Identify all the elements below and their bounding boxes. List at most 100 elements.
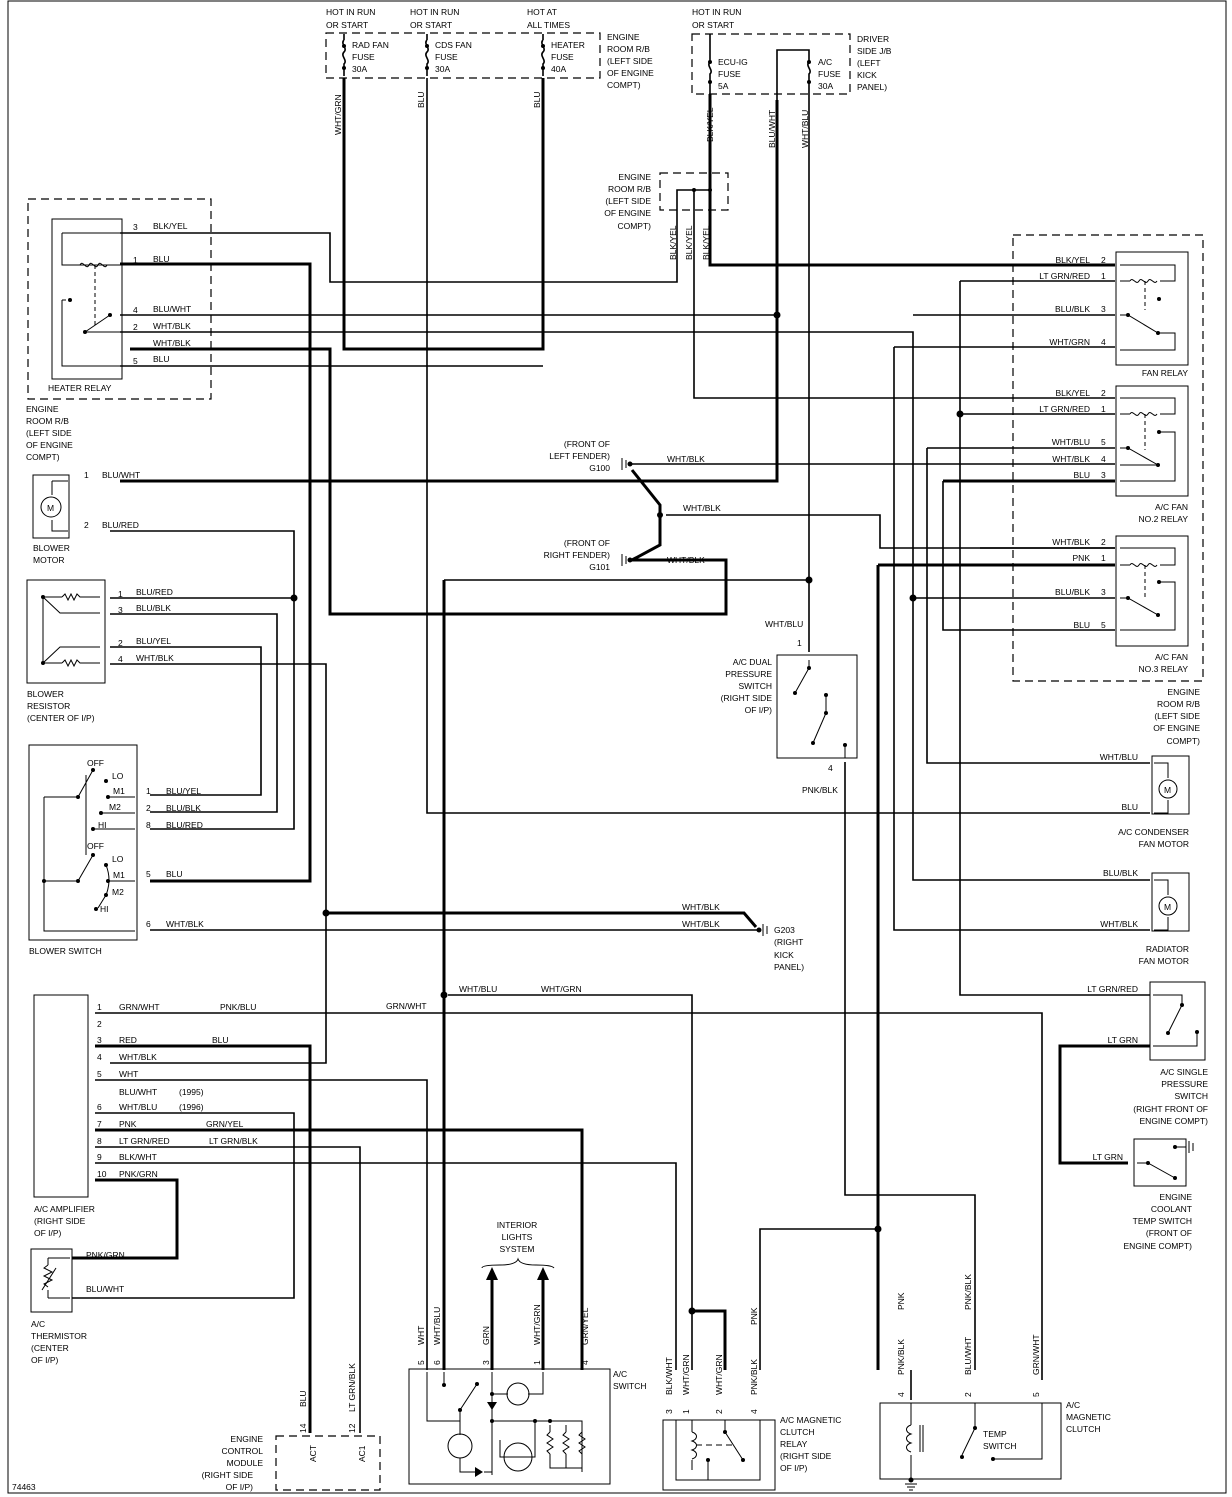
wire-label: WHT/BLU xyxy=(800,110,810,148)
ground-id: G101 xyxy=(589,562,610,572)
location-label: OF ENGINE xyxy=(26,440,73,450)
pin-number: 5 xyxy=(1101,620,1106,630)
pin-number: 5 xyxy=(146,869,151,879)
pin-number: 2 xyxy=(118,638,123,648)
power-label: HOT IN RUN xyxy=(692,7,741,17)
component-label: (CENTER OF I/P) xyxy=(27,713,95,723)
component-label: (RIGHT SIDE xyxy=(34,1216,86,1226)
subsystem-label: SYSTEM xyxy=(500,1244,535,1254)
location-label: ROOM R/B xyxy=(608,184,651,194)
wire-label: GRN/WHT xyxy=(386,1001,427,1011)
pin-number: 2 xyxy=(1101,388,1106,398)
wire-label: BLU/RED xyxy=(166,820,203,830)
transistor-icon xyxy=(503,1442,533,1472)
ac-dual-pressure-switch: WHT/BLU 1 4 PNK/BLK A/C DUAL PRESSURE SW… xyxy=(721,619,858,795)
switch-position: M1 xyxy=(113,786,125,796)
location-label: COMPT) xyxy=(607,80,641,90)
fuse-power-label: HOT AT xyxy=(527,7,557,17)
location-label: COMPT) xyxy=(26,452,60,462)
location-label: OF ENGINE xyxy=(604,208,651,218)
location-label: COMPT) xyxy=(617,221,651,231)
wire-label: LT GRN/RED xyxy=(1039,404,1090,414)
pin-number: 1 xyxy=(84,470,89,480)
wire-label: WHT/BLK xyxy=(682,919,720,929)
component-label: ENGINE xyxy=(1159,1192,1192,1202)
fuse-name: FUSE xyxy=(435,52,458,62)
wire-label: RED xyxy=(119,1035,137,1045)
wire-label: GRN/WHT xyxy=(1031,1334,1041,1375)
pin-number: 4 xyxy=(896,1392,906,1397)
pin-number: 9 xyxy=(97,1152,102,1162)
fuse-name: CDS FAN xyxy=(435,40,472,50)
motor-symbol: M xyxy=(1164,902,1171,912)
wire-label: WHT/BLK xyxy=(119,1052,157,1062)
blower-resistor: 1 BLU/RED 3 BLU/BLK 2 BLU/YEL 4 WHT/BLK … xyxy=(26,579,174,723)
diode-icon xyxy=(475,1467,483,1477)
wire-label: LT GRN/BLK xyxy=(209,1136,258,1146)
heater-relay: HEATER RELAY 3 BLK/YEL 1 BLU 4 BLU/WHT 2… xyxy=(26,198,212,462)
wire-label: PNK/BLK xyxy=(896,1339,906,1375)
component-label: OF I/P) xyxy=(34,1228,62,1238)
wire-label: PNK/BLK xyxy=(802,785,838,795)
pin-number: 4 xyxy=(749,1409,759,1414)
wire-label: PNK/BLK xyxy=(963,1274,973,1310)
ac-single-pressure-switch: LT GRN/RED LT GRN A/C SINGLE PRESSURE SW… xyxy=(1087,981,1208,1126)
pin-number: 1 xyxy=(1101,404,1106,414)
wire-label: BLK/YEL xyxy=(701,225,711,260)
component-label: FAN MOTOR xyxy=(1139,956,1189,966)
location-label: ROOM R/B xyxy=(607,44,650,54)
pin-number: 10 xyxy=(97,1169,107,1179)
location-label: OF ENGINE xyxy=(607,68,654,78)
location-label: COMPT) xyxy=(1166,736,1200,746)
pin-number: 4 xyxy=(580,1360,590,1365)
wire-label: BLU/RED xyxy=(136,587,173,597)
component-label: ENGINE xyxy=(230,1434,263,1444)
component-label: A/C xyxy=(31,1319,45,1329)
ac-fan-no3-relay: WHT/BLK 2 PNK 1 BLU/BLK 3 BLU 5 A/C FAN … xyxy=(1052,535,1189,674)
wire-label: BLU/BLK xyxy=(166,803,201,813)
pin-number: 3 xyxy=(664,1409,674,1414)
wire-label: WHT/BLU xyxy=(119,1102,157,1112)
wire-label: WHT/GRN xyxy=(333,94,343,135)
wire-label: BLU xyxy=(153,254,170,264)
switch-position: LO xyxy=(112,854,124,864)
year-label: (1995) xyxy=(179,1087,204,1097)
component-label: RESISTOR xyxy=(27,701,70,711)
ac-fan-no2-relay: BLK/YEL 2 LT GRN/RED 1 WHT/BLU 5 WHT/BLK… xyxy=(1039,385,1189,524)
component-label: A/C FAN xyxy=(1155,502,1188,512)
wire-label: GRN/YEL xyxy=(206,1119,244,1129)
component-label: BLOWER xyxy=(33,543,70,553)
pin-number: 3 xyxy=(97,1035,102,1045)
location-label: OF ENGINE xyxy=(1153,723,1200,733)
radiator-fan-motor: M BLU/BLK WHT/BLK RADIATOR FAN MOTOR xyxy=(1100,868,1190,966)
fuse-name: FUSE xyxy=(352,52,375,62)
wire-label: BLU/YEL xyxy=(166,786,201,796)
component-label: SWITCH xyxy=(738,681,772,691)
component-label: PRESSURE xyxy=(1161,1079,1208,1089)
fuse-power-label: HOT IN RUN xyxy=(326,7,375,17)
location-label: RIGHT FENDER) xyxy=(544,550,611,560)
subsystem-label: INTERIOR xyxy=(497,1220,538,1230)
fuse-rating: 5A xyxy=(718,81,729,91)
wire-label: WHT/BLK xyxy=(667,555,705,565)
component-label: FAN RELAY xyxy=(1142,368,1188,378)
component-label: A/C MAGNETIC xyxy=(780,1415,841,1425)
wire-label: WHT/BLK xyxy=(683,503,721,513)
component-label: MODULE xyxy=(227,1458,264,1468)
pin-number: 5 xyxy=(133,356,138,366)
component-label: A/C xyxy=(613,1369,627,1379)
switch-position: OFF xyxy=(87,758,104,768)
wire-label: PNK xyxy=(1073,553,1091,563)
wire-label: BLK/YEL xyxy=(668,225,678,260)
wires xyxy=(72,78,1150,1433)
wire-label: BLU xyxy=(153,354,170,364)
location-label: (LEFT SIDE xyxy=(26,428,72,438)
ground-icon xyxy=(621,458,627,470)
component-label: OF I/P) xyxy=(31,1355,59,1365)
pin-number: 2 xyxy=(84,520,89,530)
component-label: A/C DUAL xyxy=(733,657,772,667)
component-label: MAGNETIC xyxy=(1066,1412,1111,1422)
wire-label: PNK/BLK xyxy=(749,1359,759,1395)
wire-label: WHT/GRN xyxy=(681,1354,691,1395)
fuse-power-label: OR START xyxy=(326,20,368,30)
